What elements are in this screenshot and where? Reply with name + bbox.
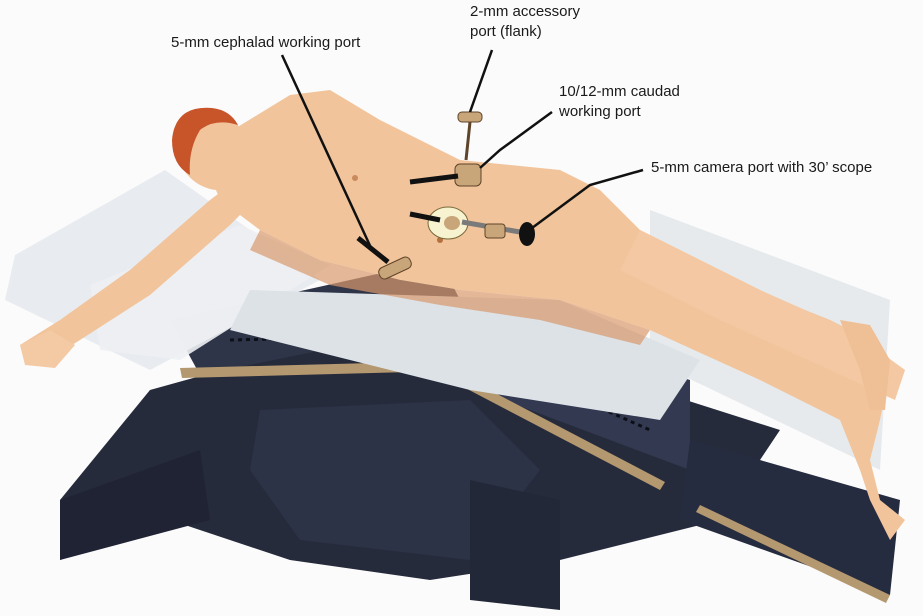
label-camera-port-text: 5-mm camera port with 30’ scope xyxy=(651,158,872,178)
patient-nipple xyxy=(352,175,358,181)
label-caudad-port-line2: working port xyxy=(559,102,680,122)
leader-caudad-port xyxy=(480,112,552,168)
label-cephalad-port: 5-mm cephalad working port xyxy=(171,33,360,53)
label-cephalad-port-text: 5-mm cephalad working port xyxy=(171,33,360,53)
label-caudad-port-line1: 10/12-mm caudad xyxy=(559,82,680,102)
label-camera-port: 5-mm camera port with 30’ scope xyxy=(651,158,872,178)
trocar-port-icon xyxy=(458,112,482,160)
label-accessory-port: 2-mm accessory port (flank) xyxy=(470,2,580,42)
table-pedestal-leg xyxy=(470,480,560,610)
leader-accessory-port xyxy=(470,50,492,112)
label-accessory-port-line2: port (flank) xyxy=(470,22,580,42)
label-accessory-port-line1: 2-mm accessory xyxy=(470,2,580,22)
label-caudad-port: 10/12-mm caudad working port xyxy=(559,82,680,122)
